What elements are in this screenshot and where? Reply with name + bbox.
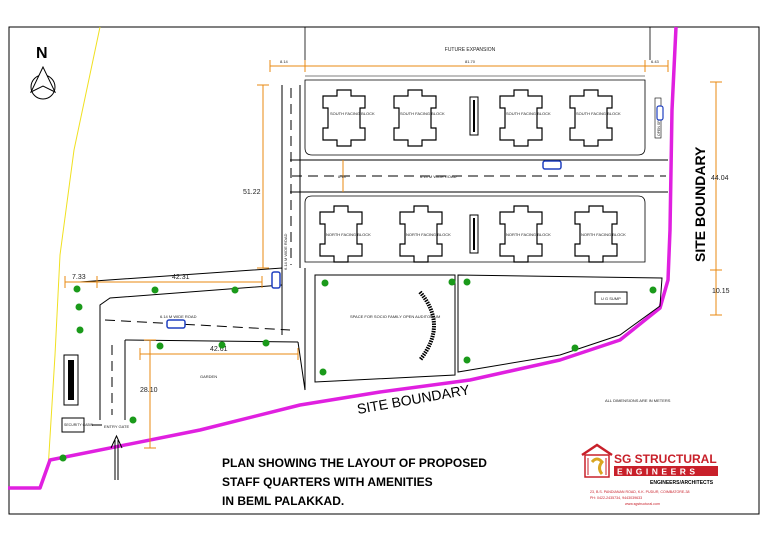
ug-sump-area: U G SUMP	[457, 274, 663, 373]
north-label: N	[36, 45, 48, 62]
dim-right-lower: 10.15	[712, 288, 730, 295]
site-boundary-line	[8, 26, 678, 490]
road-label-west: 6.14 M WIDE ROAD	[160, 314, 197, 319]
road-gap-dimension: 8.14	[338, 160, 347, 192]
future-expansion-label: FUTURE EXPANSION	[445, 47, 496, 53]
side-strip-label: OPEN SPACE	[657, 113, 661, 136]
north-block-3-label: NORTH FACING BLOCK	[506, 232, 551, 237]
tree-icon	[463, 356, 471, 364]
tree-icon	[156, 342, 164, 350]
tree-icon	[262, 339, 270, 347]
north-arrow: N	[29, 45, 57, 100]
car-icon	[166, 319, 186, 329]
tree-icon	[319, 368, 327, 376]
tree-icon	[231, 286, 239, 294]
company-name: SG STRUCTURAL	[614, 452, 717, 466]
tree-icon	[129, 416, 137, 424]
plan-title-line1: PLAN SHOWING THE LAYOUT OF PROPOSED	[222, 456, 487, 470]
south-block-1-label: SOUTH FACING BLOCK	[330, 111, 375, 116]
tree-icon	[76, 326, 84, 334]
company-title-block: SG STRUCTURAL ENGINEERS ENGINEERS/ARCHIT…	[581, 443, 718, 506]
tree-icon	[73, 285, 81, 293]
yellow-plot-line	[47, 26, 101, 471]
company-tagline: ENGINEERS/ARCHITECTS	[650, 480, 714, 486]
tree-icon	[75, 303, 83, 311]
stair-north	[469, 214, 479, 254]
dim-top-right: 6.43	[651, 59, 660, 64]
road-label-vertical: 6.14 M WIDE ROAD	[283, 233, 288, 270]
dim-west-left: 7.33	[72, 274, 86, 281]
security-label: SECURITY CABIN	[64, 423, 94, 427]
north-block-4-label: NORTH FACING BLOCK	[581, 232, 626, 237]
dim-top-left: 8.14	[280, 59, 289, 64]
south-block-2-label: SOUTH FACING BLOCK	[400, 111, 445, 116]
plan-title-line2: STAFF QUARTERS WITH AMENITIES	[222, 475, 433, 489]
left-vertical-dimension: 51.22	[243, 84, 269, 269]
entry-gate: ENTRY GATE	[92, 424, 129, 480]
tree-icon	[649, 286, 657, 294]
road-label-horizontal: 6.14 M WIDE ROAD	[420, 174, 457, 179]
car-icon	[542, 160, 562, 170]
tree-icon	[448, 278, 456, 286]
south-block-4-label: SOUTH FACING BLOCK	[576, 111, 621, 116]
plan-title: PLAN SHOWING THE LAYOUT OF PROPOSED STAF…	[222, 456, 487, 508]
company-contact: PH: 0422-2435734, 9443039633	[590, 496, 642, 500]
car-icon	[656, 105, 664, 121]
auditorium-area: SPACE FOR SOCIO FAMILY OPEN AUDITORIUM	[314, 274, 456, 383]
garden-area: GARDEN 42.61 28.10	[139, 339, 299, 449]
dim-right-vertical: 44.04	[711, 175, 729, 182]
security-cabin: SECURITY CABIN	[61, 354, 94, 433]
internal-roads	[79, 85, 668, 420]
right-vertical-dimension: 44.04 10.15	[710, 81, 730, 316]
company-logo	[581, 443, 613, 478]
north-block-enclosure	[304, 195, 646, 263]
sheet-border	[8, 26, 760, 515]
stair-south	[469, 96, 479, 136]
dim-garden-vertical: 28.10	[140, 387, 158, 394]
south-block-4: SOUTH FACING BLOCK	[569, 89, 621, 147]
dim-top-middle: 81.70	[465, 59, 476, 64]
dim-road-gap: 8.14	[338, 174, 347, 179]
dim-left-vertical: 51.22	[243, 189, 261, 196]
dimensions-note: ALL DIMENSIONS ARE IN METERS	[605, 398, 671, 403]
south-block-2: SOUTH FACING BLOCK	[393, 89, 445, 147]
south-block-3: SOUTH FACING BLOCK	[499, 89, 551, 147]
company-address: 23, B.S. PANDIANAN ROAD, K.K. PUDUR, COI…	[590, 490, 689, 494]
company-web: www.sgstructural.com	[625, 502, 660, 506]
north-block-1-label: NORTH FACING BLOCK	[326, 232, 371, 237]
site-boundary-label-vertical: SITE BOUNDARY	[692, 146, 708, 262]
dim-west-middle: 42.31	[172, 274, 190, 281]
garden-label: GARDEN	[200, 374, 217, 379]
dim-garden-horizontal: 42.61	[210, 346, 228, 353]
west-dimension: 7.33 42.31	[64, 274, 263, 288]
ug-sump-label: U G SUMP	[601, 296, 621, 301]
south-block-3-label: SOUTH FACING BLOCK	[506, 111, 551, 116]
trees	[59, 278, 657, 462]
auditorium-label: SPACE FOR SOCIO FAMILY OPEN AUDITORIUM	[350, 314, 440, 319]
company-line2: ENGINEERS	[617, 467, 699, 477]
north-block-1: NORTH FACING BLOCK	[319, 205, 371, 263]
plan-title-line3: IN BEML PALAKKAD.	[222, 494, 344, 508]
tree-icon	[321, 279, 329, 287]
tree-icon	[151, 286, 159, 294]
north-block-2: NORTH FACING BLOCK	[399, 205, 451, 263]
tree-icon	[571, 344, 579, 352]
tree-icon	[218, 341, 226, 349]
south-block-enclosure	[304, 79, 646, 156]
vehicles	[166, 105, 664, 329]
north-block-2-label: NORTH FACING BLOCK	[406, 232, 451, 237]
car-icon	[271, 271, 281, 289]
top-dimension: 8.14 81.70 6.43	[269, 59, 669, 77]
north-block-3: NORTH FACING BLOCK	[499, 205, 551, 263]
future-expansion-area: FUTURE EXPANSION	[304, 27, 651, 60]
south-block-1: SOUTH FACING BLOCK	[322, 89, 375, 147]
north-block-4: NORTH FACING BLOCK	[574, 205, 626, 263]
entry-gate-label: ENTRY GATE	[104, 424, 129, 429]
tree-icon	[59, 454, 67, 462]
tree-icon	[463, 278, 471, 286]
